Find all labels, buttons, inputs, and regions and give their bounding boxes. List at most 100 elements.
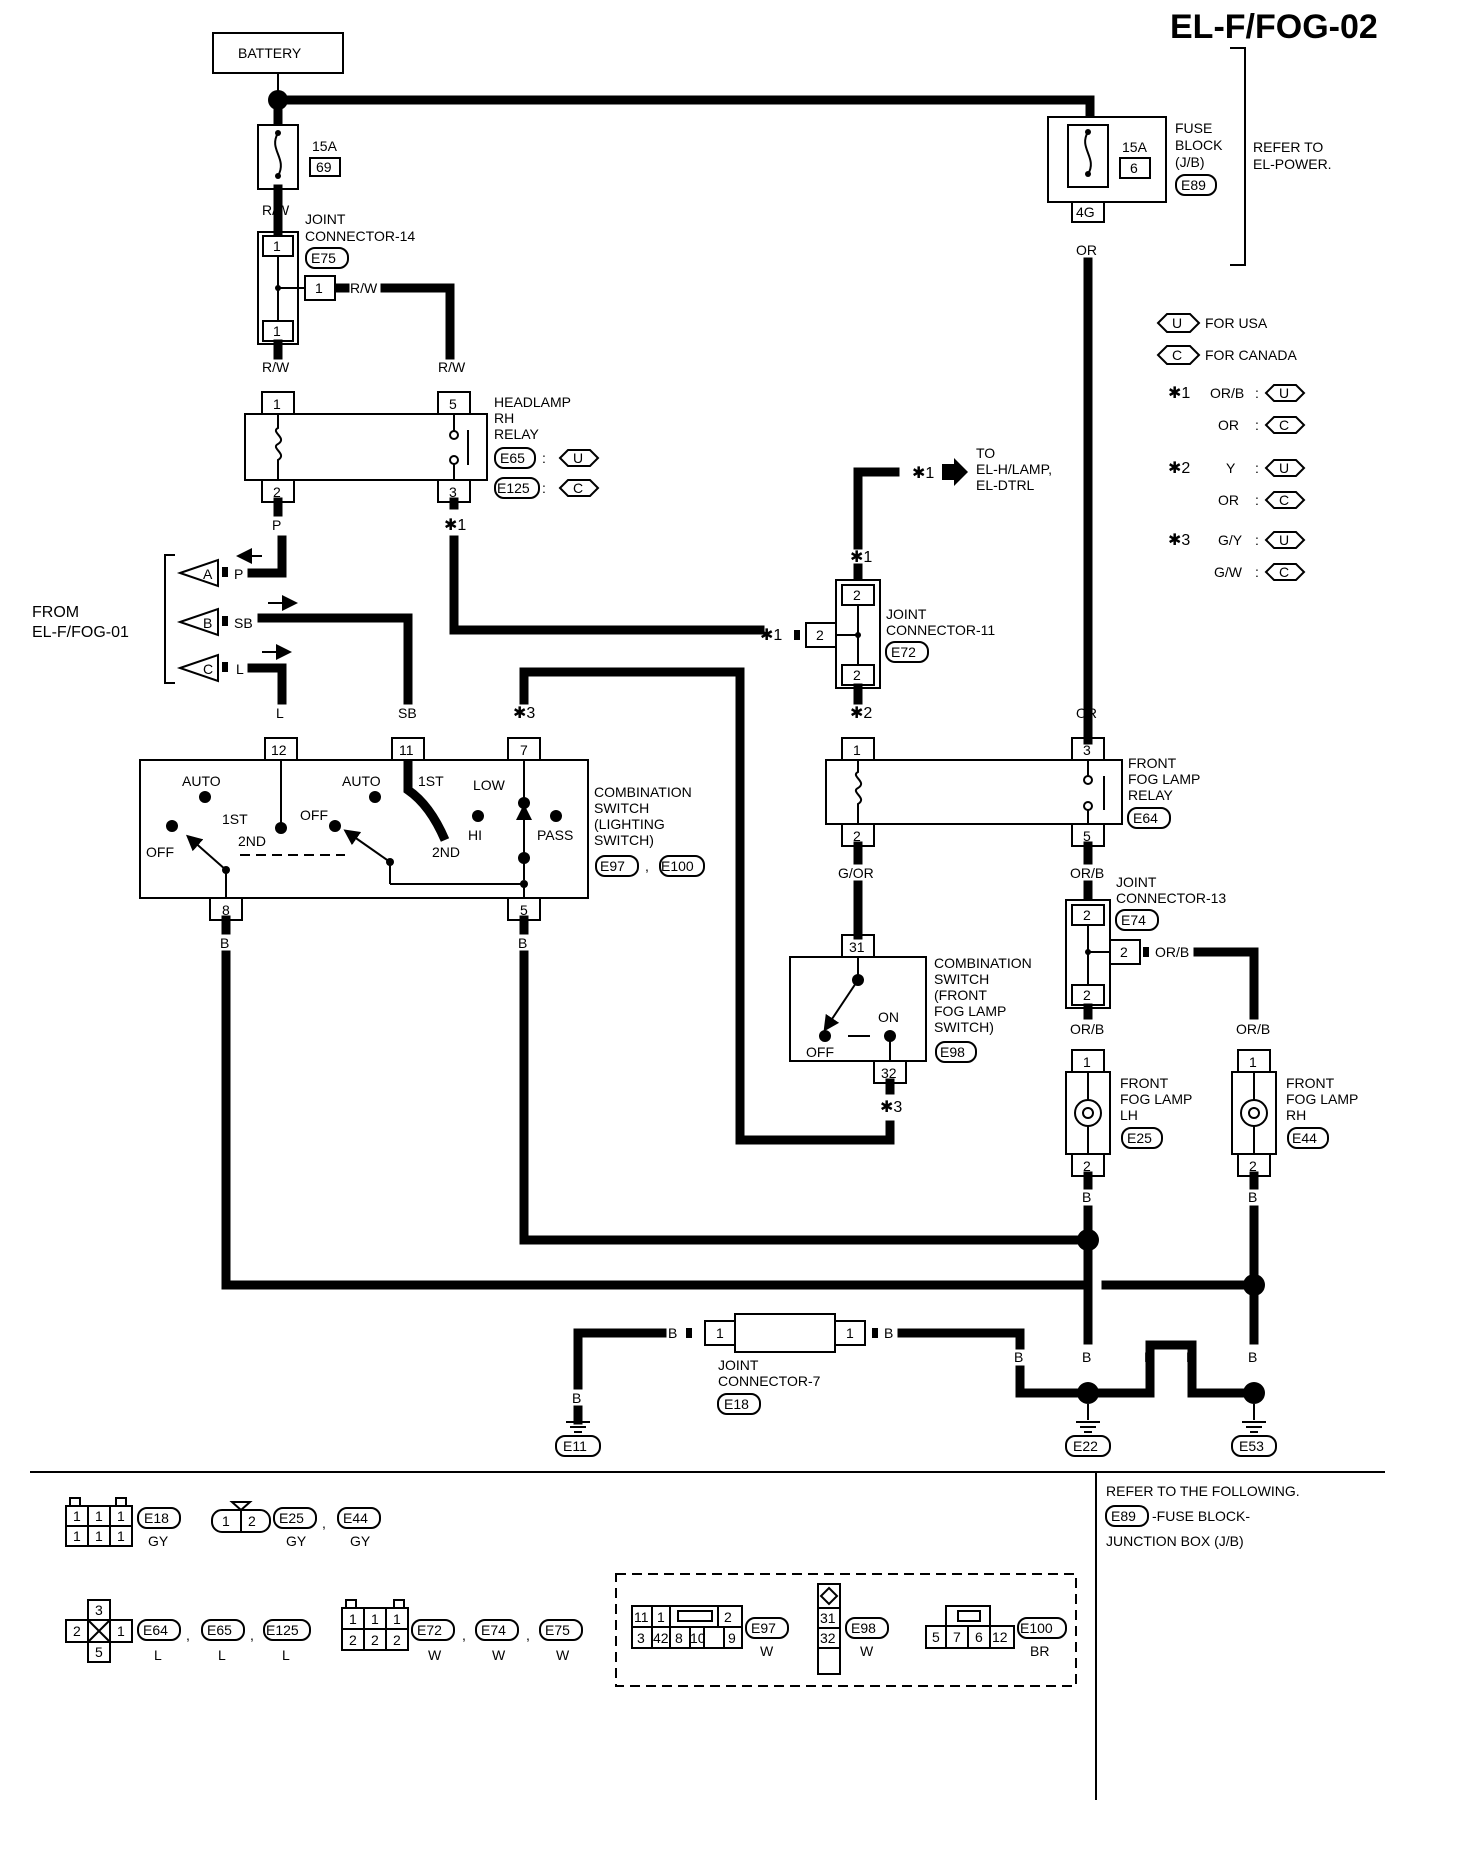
svg-text:2: 2 bbox=[1083, 987, 1091, 1003]
svg-text:2ND: 2ND bbox=[432, 844, 460, 860]
to-label-3: EL-DTRL bbox=[976, 477, 1035, 493]
svg-text::: : bbox=[1255, 417, 1259, 433]
note1-star: ✱1 bbox=[1168, 385, 1190, 402]
jc7-code: E18 bbox=[724, 1396, 749, 1412]
svg-text:W: W bbox=[556, 1647, 570, 1663]
svg-text:AUTO: AUTO bbox=[182, 773, 221, 789]
svg-text:2: 2 bbox=[1083, 907, 1091, 923]
comb-lighting-l3: (LIGHTING bbox=[594, 816, 665, 832]
connector-e97: 11 1 2 3 42 8 10 9 E97 W bbox=[631, 1605, 789, 1659]
comb-lighting-code1: E97 bbox=[600, 858, 625, 874]
svg-text::: : bbox=[1255, 492, 1259, 508]
svg-text:12: 12 bbox=[271, 742, 287, 758]
svg-text:8: 8 bbox=[675, 1630, 683, 1646]
combination-switch-fog: 31 32 OFF ON COMBINATION SWITCH (FRONT F… bbox=[789, 934, 1032, 1084]
refer-following-2: -FUSE BLOCK- bbox=[1152, 1508, 1250, 1524]
headlamp-relay-l3: RELAY bbox=[494, 426, 540, 442]
svg-text:E22: E22 bbox=[1073, 1438, 1098, 1454]
svg-text:1: 1 bbox=[846, 1325, 854, 1341]
svg-text:2: 2 bbox=[73, 1623, 81, 1639]
svg-text:1: 1 bbox=[95, 1508, 103, 1524]
comb-fog-l1: COMBINATION bbox=[934, 955, 1032, 971]
wire-star1-a: ✱1 bbox=[444, 517, 466, 534]
svg-text:3: 3 bbox=[449, 484, 457, 500]
svg-text:1: 1 bbox=[117, 1623, 125, 1639]
svg-text:32: 32 bbox=[881, 1065, 897, 1081]
wire-l-from: L bbox=[236, 661, 244, 677]
svg-text:C: C bbox=[1279, 492, 1289, 508]
svg-text:E125: E125 bbox=[266, 1622, 299, 1638]
svg-text:2: 2 bbox=[1120, 944, 1128, 960]
svg-text:1: 1 bbox=[315, 280, 323, 296]
wire-p: P bbox=[272, 517, 281, 533]
jc13-label-1: JOINT bbox=[1116, 874, 1157, 890]
svg-text:L: L bbox=[218, 1647, 226, 1663]
lamp-lh-code: E25 bbox=[1127, 1130, 1152, 1146]
svg-text:1: 1 bbox=[117, 1528, 125, 1544]
svg-text:E75: E75 bbox=[545, 1622, 570, 1638]
jc13-label-2: CONNECTOR-13 bbox=[1116, 890, 1226, 906]
front-fog-lamp-rh: 1 2 FRONT FOG LAMP RH E44 bbox=[1231, 1049, 1358, 1177]
fuse-6-number: 6 bbox=[1130, 160, 1138, 176]
svg-text:LOW: LOW bbox=[473, 777, 506, 793]
connector-e72: 1 1 1 2 2 2 E72 W , E74 W , E75 W bbox=[341, 1599, 583, 1663]
svg-text:1: 1 bbox=[371, 1611, 379, 1627]
svg-text:W: W bbox=[492, 1647, 506, 1663]
wire-star1-d: ✱1 bbox=[760, 627, 782, 644]
svg-text:1: 1 bbox=[273, 238, 281, 254]
lamp-rh-l3: RH bbox=[1286, 1107, 1306, 1123]
jc13-code: E74 bbox=[1121, 912, 1146, 928]
note3-row2: G/W bbox=[1214, 564, 1243, 580]
battery: BATTERY bbox=[212, 32, 344, 74]
legend-usa: FOR USA bbox=[1205, 315, 1268, 331]
note1-row2: OR bbox=[1218, 417, 1239, 433]
svg-text:PASS: PASS bbox=[537, 827, 573, 843]
svg-text:2: 2 bbox=[853, 667, 861, 683]
comb-lighting-code2: E100 bbox=[661, 858, 694, 874]
wire-b-7: B bbox=[884, 1325, 893, 1341]
svg-text:12: 12 bbox=[992, 1629, 1008, 1645]
fuse-69: 15A 69 bbox=[257, 105, 341, 190]
svg-text:1: 1 bbox=[1249, 1054, 1257, 1070]
svg-text:2: 2 bbox=[853, 828, 861, 844]
svg-text:11: 11 bbox=[634, 1609, 649, 1625]
svg-text:3: 3 bbox=[95, 1602, 103, 1618]
svg-text:W: W bbox=[760, 1643, 774, 1659]
note2-row2: OR bbox=[1218, 492, 1239, 508]
svg-text:1: 1 bbox=[1083, 1054, 1091, 1070]
svg-text:C: C bbox=[1279, 564, 1289, 580]
svg-text::: : bbox=[542, 480, 546, 496]
svg-text:2: 2 bbox=[393, 1632, 401, 1648]
svg-text:1: 1 bbox=[95, 1528, 103, 1544]
svg-text:E44: E44 bbox=[343, 1510, 368, 1526]
fuse-block-pin: 4G bbox=[1076, 204, 1095, 220]
svg-text:E74: E74 bbox=[481, 1622, 506, 1638]
svg-text:2: 2 bbox=[1083, 1158, 1091, 1174]
jc11-label-1: JOINT bbox=[886, 606, 927, 622]
svg-text:31: 31 bbox=[820, 1610, 836, 1626]
wire-b-3: B bbox=[1082, 1189, 1091, 1205]
svg-text:1: 1 bbox=[222, 1513, 230, 1529]
svg-text:HI: HI bbox=[468, 827, 482, 843]
svg-text::: : bbox=[1255, 460, 1259, 476]
wire-b-10: B bbox=[1144, 1349, 1153, 1365]
svg-text:5: 5 bbox=[520, 902, 528, 918]
refer-power-2: EL-POWER. bbox=[1253, 156, 1332, 172]
from-label-1: FROM bbox=[32, 604, 79, 621]
wire-orb-1: OR/B bbox=[1070, 865, 1104, 881]
svg-text:C: C bbox=[573, 480, 583, 496]
svg-text:E98: E98 bbox=[851, 1620, 876, 1636]
svg-text:E18: E18 bbox=[144, 1510, 169, 1526]
note2-row1: Y bbox=[1226, 460, 1236, 476]
svg-text:7: 7 bbox=[953, 1629, 961, 1645]
svg-text:3: 3 bbox=[637, 1630, 645, 1646]
wire-rw-3: R/W bbox=[262, 359, 290, 375]
svg-text:E25: E25 bbox=[279, 1510, 304, 1526]
wire-star2: ✱2 bbox=[850, 705, 872, 722]
svg-text:5: 5 bbox=[1083, 828, 1091, 844]
svg-text:BR: BR bbox=[1030, 1643, 1049, 1659]
wire-or-2: OR bbox=[1076, 705, 1097, 721]
svg-text:2: 2 bbox=[724, 1609, 732, 1625]
battery-junction bbox=[268, 90, 288, 110]
lamp-lh-l2: FOG LAMP bbox=[1120, 1091, 1192, 1107]
